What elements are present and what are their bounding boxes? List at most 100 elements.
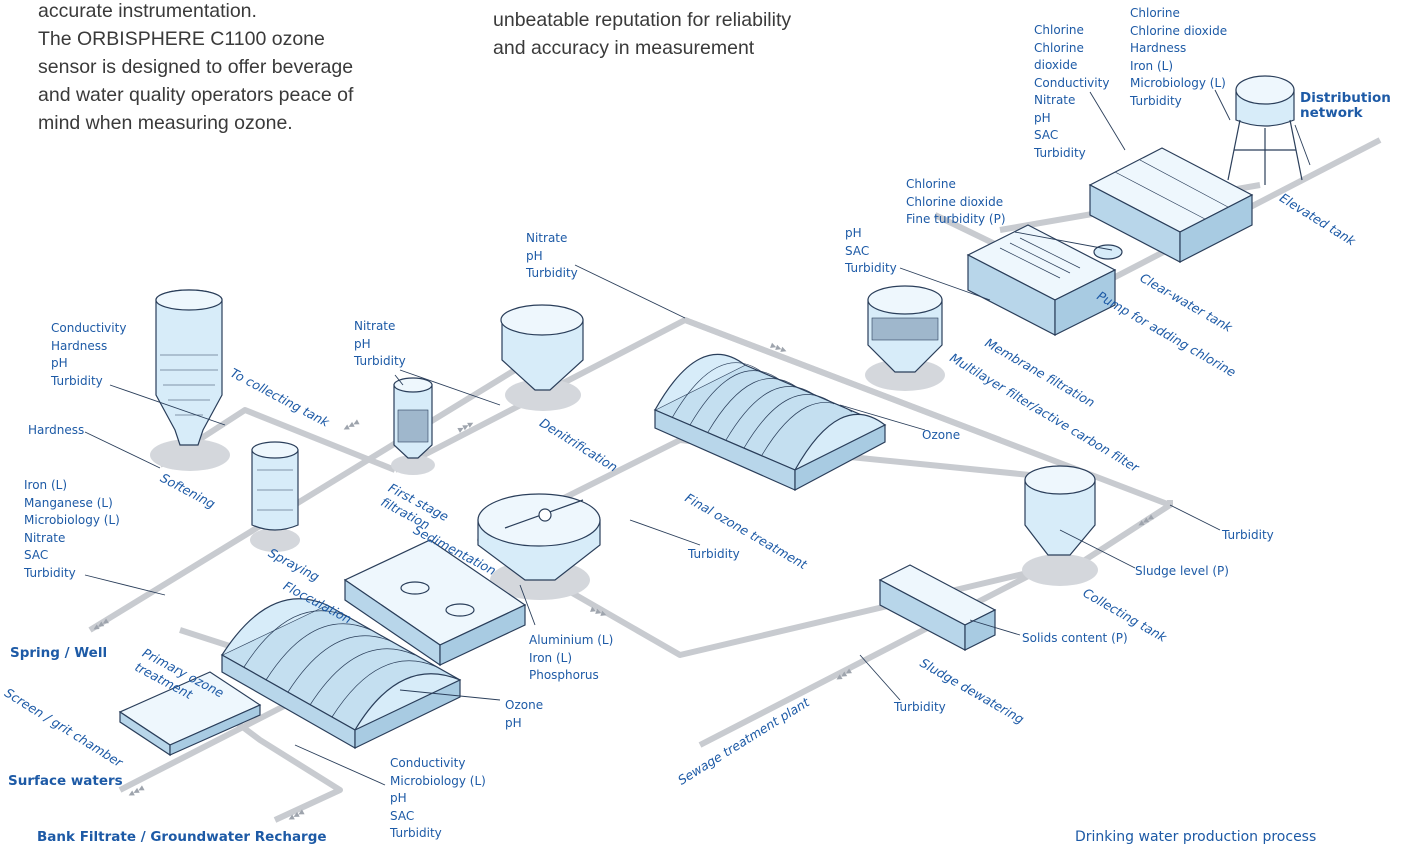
destination-distribution-network: Distribution network — [1300, 91, 1391, 121]
intro-line: and water quality operators peace of — [38, 84, 354, 106]
param-item: Turbidity — [894, 700, 946, 714]
param-item: Chlorine — [1130, 6, 1180, 20]
collecting-tank — [1024, 465, 1096, 556]
param-item: Solids content (P) — [1022, 631, 1128, 645]
shadow — [1022, 554, 1098, 586]
params-flocculation: Aluminium (L) Iron (L) Phosphorus — [529, 632, 613, 685]
intro-left: accurate instrumentation. The ORBISPHERE… — [38, 0, 353, 137]
param-item: Conductivity — [390, 756, 466, 770]
param-item: Aluminium (L) — [529, 633, 614, 647]
elevated-tank — [1227, 75, 1303, 185]
param-item: Microbiology (L) — [24, 513, 120, 527]
param-item: Turbidity — [1034, 145, 1086, 160]
params-sludge-level: Sludge level (P) — [1135, 563, 1229, 581]
param-item: dioxide — [1034, 58, 1078, 72]
param-item: pH — [845, 226, 862, 240]
param-item: pH — [354, 336, 371, 351]
shadows — [150, 359, 1098, 600]
params-membrane: pH SAC Turbidity — [845, 225, 897, 278]
param-item: SAC — [390, 808, 415, 823]
params-turbidity-right: Turbidity — [1222, 527, 1274, 545]
leader-lines — [84, 89, 1311, 786]
pipe-membrane — [683, 317, 1002, 443]
intro-right: unbeatable reputation for reliability an… — [493, 6, 791, 62]
sedimentation-tank — [477, 493, 601, 581]
params-first-stage: Nitrate pH Turbidity — [354, 318, 406, 371]
final-ozone-basin — [653, 353, 887, 491]
params-solids-content: Solids content (P) — [1022, 630, 1128, 648]
param-item: SAC — [1034, 128, 1059, 142]
softening-tower — [155, 289, 223, 446]
params-softening: Conductivity Hardness pH Turbidity — [51, 320, 126, 390]
pipe-sewage — [698, 567, 1042, 748]
first-stage-filter — [393, 377, 433, 459]
params-final-ozone: Ozone — [922, 427, 960, 445]
arrow-icon: ◂◂◂ — [340, 415, 361, 434]
param-item: Hardness — [1130, 41, 1187, 55]
param-item: Turbidity — [688, 547, 740, 561]
param-item: pH — [390, 791, 407, 805]
multilayer-filter — [867, 285, 943, 373]
param-item: Microbiology (L) — [390, 773, 486, 788]
param-item: Nitrate — [354, 319, 396, 333]
denitrification-tank — [500, 304, 584, 391]
distribution-line: network — [1300, 105, 1363, 121]
params-clear-water: Chlorine Chlorine dioxide Fine turbidity… — [906, 176, 1006, 229]
param-item: Ozone — [922, 428, 961, 442]
params-elevated-right: Chlorine Chlorine dioxide Hardness Iron … — [1130, 5, 1227, 110]
flocculation-basin — [343, 539, 527, 667]
param-item: Phosphorus — [529, 668, 599, 682]
param-item: Conductivity — [51, 321, 127, 335]
param-item: Turbidity — [845, 261, 897, 275]
param-item: Turbidity — [526, 266, 578, 280]
source-spring-well: Spring / Well — [10, 645, 108, 661]
shadow — [505, 379, 581, 411]
primary-ozone-basin — [220, 598, 462, 750]
clear-water-tank — [1088, 147, 1254, 263]
shadow — [865, 359, 945, 391]
arrow-icon: ▸▸▸ — [769, 339, 790, 357]
intro-line: and accuracy in measurement — [493, 37, 755, 59]
pipe-spring — [88, 367, 517, 633]
param-item: Turbidity — [1222, 528, 1274, 542]
param-item: Chlorine dioxide — [906, 194, 1004, 209]
distribution-line: Distribution — [1300, 90, 1391, 106]
shadow — [250, 528, 300, 552]
shadow — [150, 439, 230, 471]
param-item: Turbidity — [51, 373, 103, 388]
intro-line: accurate instrumentation. — [38, 0, 257, 22]
param-item: Chlorine dioxide — [1130, 23, 1228, 38]
param-item: pH — [526, 248, 543, 263]
spraying-column — [251, 441, 299, 531]
params-primary-ozone: Ozone pH — [505, 697, 543, 732]
pump — [1093, 244, 1123, 260]
param-item: Hardness — [28, 423, 85, 437]
param-item: Chlorine — [1034, 40, 1084, 55]
params-turbidity-mid: Turbidity — [688, 546, 740, 564]
param-item: SAC — [24, 548, 49, 562]
arrow-icon: ▸▸▸ — [589, 603, 610, 621]
param-item: Chlorine — [1034, 23, 1084, 37]
param-item: Microbiology (L) — [1130, 76, 1226, 90]
param-item: Turbidity — [354, 354, 406, 368]
param-item: Ozone — [505, 698, 544, 712]
param-item: Chlorine — [906, 177, 956, 191]
param-item: Iron (L) — [529, 650, 573, 665]
param-item: Nitrate — [526, 231, 568, 245]
param-item: Turbidity — [390, 826, 442, 840]
sludge-press — [878, 564, 997, 651]
param-item: Turbidity — [24, 565, 76, 580]
grit-chamber — [118, 671, 262, 757]
pipe-bank — [218, 707, 343, 823]
param-item: Nitrate — [1034, 93, 1076, 107]
source-surface-waters: Surface waters — [8, 773, 123, 789]
params-turbidity-sludge: Turbidity — [894, 699, 946, 717]
param-item: pH — [505, 715, 522, 730]
params-surface-waters: Conductivity Microbiology (L) pH SAC Tur… — [390, 755, 486, 843]
params-hardness: Hardness — [28, 422, 84, 440]
intro-line: The ORBISPHERE C1100 ozone — [38, 28, 325, 50]
intro-line: sensor is designed to offer beverage — [38, 56, 354, 78]
param-item: Iron (L) — [24, 478, 68, 492]
param-item: pH — [1034, 110, 1051, 125]
